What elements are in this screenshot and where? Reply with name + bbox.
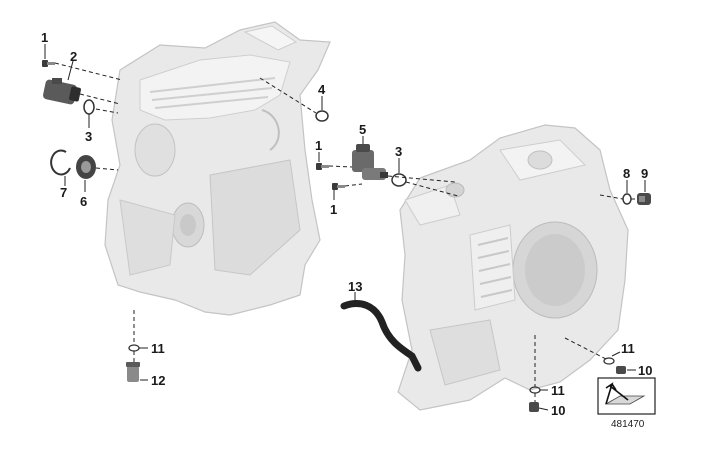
- leader-lines: [44, 44, 646, 411]
- callout-1-mid-b: 1: [330, 202, 337, 217]
- o-ring-part-3-mid: [391, 173, 407, 187]
- o-ring-part-8: [622, 193, 632, 205]
- bolt-part-1-top: [42, 60, 55, 67]
- callout-3-left: 3: [85, 129, 92, 144]
- callout-13: 13: [348, 279, 362, 294]
- callout-labels: 1 2 3 4 5 1 3 1 7 6 8 9 13 11 12 11 10 1…: [41, 30, 652, 418]
- bolt-part-10-right-a: [616, 366, 626, 374]
- bolt-part-10-right-b: [529, 402, 539, 412]
- sensor-part-2: [43, 78, 81, 105]
- o-ring-part-11-left: [128, 344, 140, 352]
- hose-part-13: [340, 300, 422, 372]
- callout-11-left: 11: [151, 341, 165, 356]
- callout-11-right-a: 11: [621, 341, 635, 356]
- bolt-part-1-mid-a: [316, 163, 329, 170]
- callout-12: 12: [151, 373, 165, 388]
- callout-9: 9: [641, 166, 648, 181]
- diagram-id: 481470: [611, 419, 645, 430]
- bolt-part-1-mid-b: [332, 183, 345, 190]
- callout-4: 4: [318, 82, 326, 97]
- callout-7: 7: [60, 185, 67, 200]
- seal-part-6: [76, 155, 96, 179]
- callout-8: 8: [623, 166, 630, 181]
- left-crankcase-housing: [104, 21, 331, 316]
- view-direction-arrow-icon: [597, 377, 656, 415]
- callout-3-mid: 3: [395, 144, 402, 159]
- callout-6: 6: [80, 194, 87, 209]
- callout-10-right-a: 10: [638, 363, 652, 378]
- right-crankcase-housing: [397, 124, 629, 411]
- o-ring-part-4: [315, 110, 329, 122]
- plug-part-12: [126, 362, 140, 382]
- sensor-part-5: [352, 144, 388, 180]
- callout-2: 2: [70, 49, 77, 64]
- o-ring-part-3-left: [83, 99, 95, 115]
- callout-1-top: 1: [41, 30, 48, 45]
- callout-10-right-b: 10: [551, 403, 565, 418]
- callout-11-right-b: 11: [551, 383, 565, 398]
- callout-1-mid-a: 1: [315, 138, 322, 153]
- circlip-part-7: [50, 149, 71, 176]
- assembly-dashed-lines: [54, 62, 637, 402]
- o-ring-part-11-right-a: [603, 357, 615, 365]
- callout-5: 5: [359, 122, 366, 137]
- plug-part-9: [637, 193, 651, 205]
